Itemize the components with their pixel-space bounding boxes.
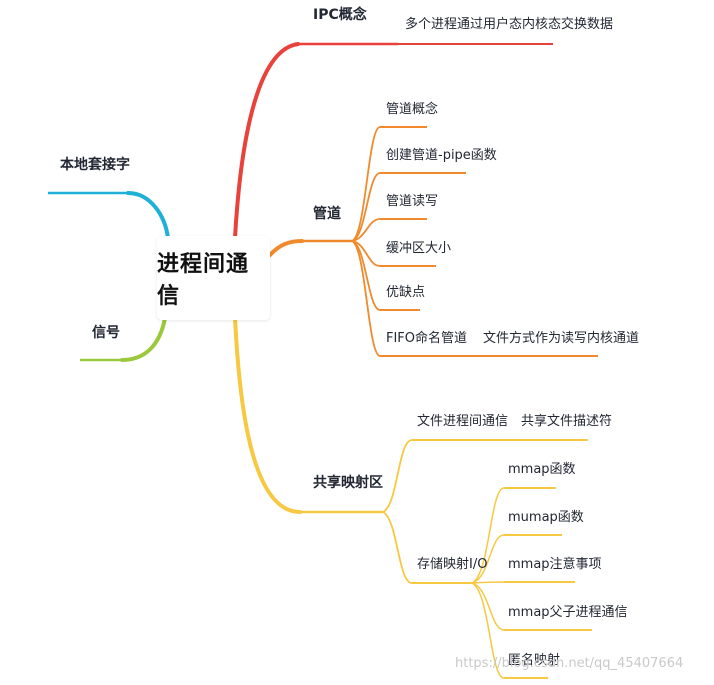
node-fifo-desc[interactable]: 文件方式作为读写内核通道 — [483, 331, 640, 346]
node-anonymous-mapping[interactable]: 匿名映射 — [508, 653, 561, 668]
connector-root-socket — [126, 191, 170, 240]
node-shared-mapping[interactable]: 共享映射区 — [313, 475, 383, 491]
node-pipe-create[interactable]: 创建管道-pipe函数 — [386, 148, 497, 163]
node-mmap-parent-child[interactable]: mmap父子进程通信 — [508, 605, 628, 620]
node-local-socket[interactable]: 本地套接字 — [60, 157, 130, 173]
node-file-ipc[interactable]: 文件进程间通信 — [417, 414, 509, 429]
node-pipe-fifo[interactable]: FIFO命名管道 — [386, 331, 468, 346]
watermark: https://blog.csdn.net/qq_45407664 — [455, 656, 684, 671]
connector-root-shm — [233, 316, 302, 514]
node-signal[interactable]: 信号 — [92, 325, 120, 341]
node-pipe-proscons[interactable]: 优缺点 — [386, 285, 426, 300]
connector-root-ipc — [233, 42, 300, 240]
connector-root-signal — [120, 316, 167, 362]
node-pipe[interactable]: 管道 — [313, 206, 341, 222]
node-mumap-func[interactable]: mumap函数 — [508, 510, 584, 525]
node-shared-fd[interactable]: 共享文件描述符 — [521, 414, 613, 429]
node-mmap-io[interactable]: 存储映射I/O — [417, 557, 488, 572]
node-ipc-desc[interactable]: 多个进程通过用户态内核态交换数据 — [405, 17, 614, 32]
node-mmap-notes[interactable]: mmap注意事项 — [508, 557, 602, 572]
node-mmap-func[interactable]: mmap函数 — [508, 462, 576, 477]
node-pipe-buffer[interactable]: 缓冲区大小 — [386, 241, 452, 256]
root-label: 进程间通信 — [157, 252, 250, 309]
root-node[interactable]: 进程间通信 — [157, 236, 270, 320]
node-pipe-readwrite[interactable]: 管道读写 — [386, 194, 439, 209]
connector-root-pipe — [268, 239, 304, 257]
node-ipc[interactable]: IPC概念 — [313, 7, 367, 23]
node-pipe-concept[interactable]: 管道概念 — [386, 102, 439, 117]
